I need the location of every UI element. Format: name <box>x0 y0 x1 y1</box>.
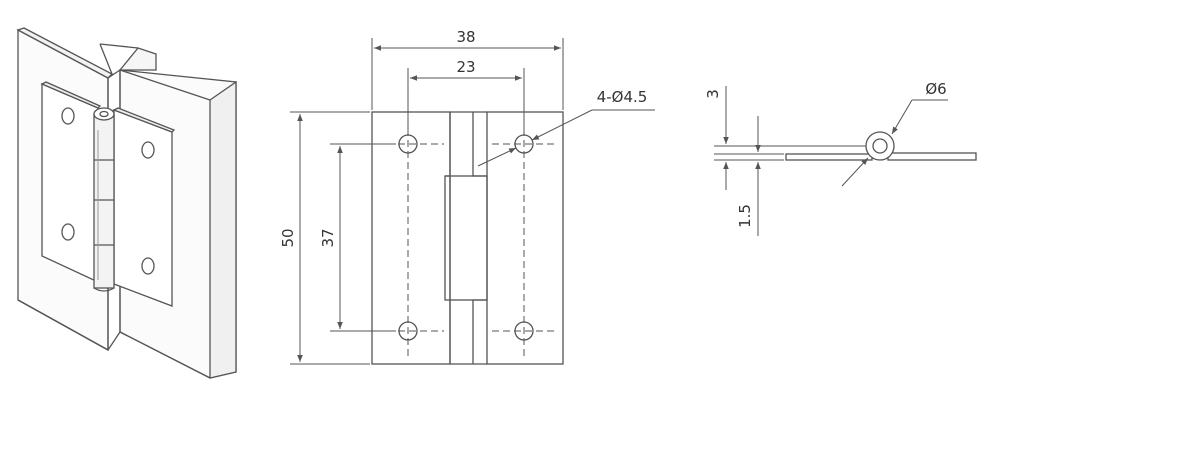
dimension-hole-spacing-v <box>330 143 396 332</box>
overall-height-label: 50 <box>279 228 297 247</box>
pin-diameter-label: Ø6 <box>925 80 946 98</box>
hinge-isometric-illustration <box>16 27 237 379</box>
hole-centerlines <box>376 118 558 358</box>
hole-callout-label: 4-Ø4.5 <box>597 88 648 106</box>
hole-callout-leader <box>477 109 655 167</box>
mounting-holes <box>398 134 534 341</box>
dimension-overall-height <box>290 111 370 365</box>
hole-spacing-h-label: 23 <box>456 58 475 76</box>
front-view: 38 23 4-Ø4.5 50 37 <box>279 28 655 365</box>
hole-top-left <box>398 134 418 154</box>
hole-spacing-v-label: 37 <box>319 228 337 247</box>
dimension-hole-spacing-h <box>407 68 525 132</box>
side-view-profile <box>785 131 977 161</box>
leaf-thickness-label: 1.5 <box>736 204 754 228</box>
pin-diameter-leader <box>841 99 948 187</box>
dimension-thickness <box>714 86 866 236</box>
hole-bottom-right <box>514 321 534 341</box>
hole-bottom-left <box>398 321 418 341</box>
overall-width-label: 38 <box>456 28 475 46</box>
hinge-plate-outline <box>371 111 564 365</box>
hole-top-right <box>514 134 534 154</box>
side-view: 3 1.5 Ø6 <box>704 80 977 236</box>
plate-thickness-top-label: 3 <box>704 89 722 99</box>
dimension-overall-width <box>371 38 564 110</box>
